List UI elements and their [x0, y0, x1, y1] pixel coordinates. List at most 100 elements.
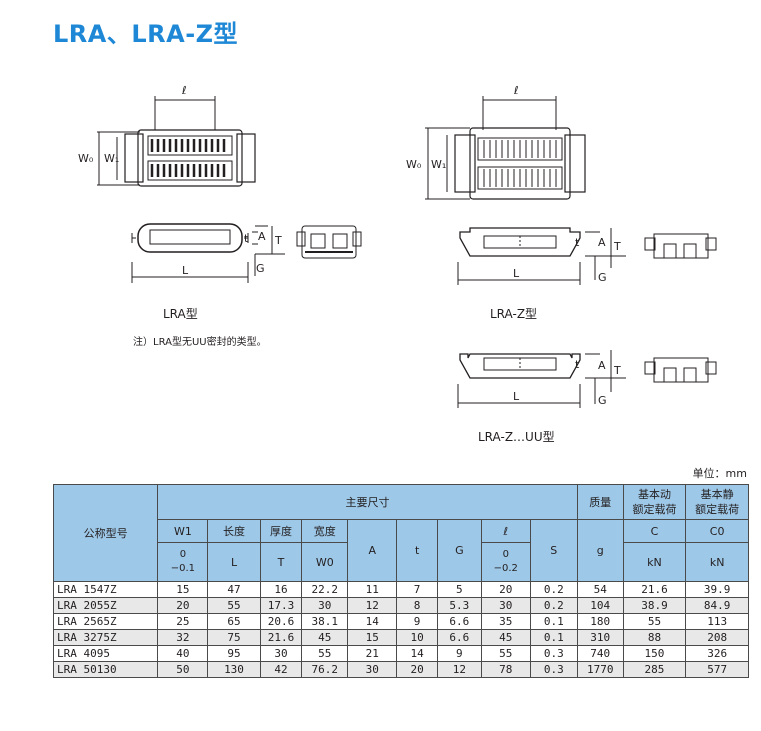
value-cell: 21 — [347, 645, 398, 662]
value-cell: 6.6 — [436, 613, 482, 630]
value-cell: 88 — [622, 629, 687, 646]
svg-text:T: T — [274, 234, 282, 247]
model-cell: LRA 4095 — [52, 645, 159, 662]
value-cell: 38.9 — [622, 597, 687, 614]
caption-lra: LRA型 — [163, 307, 198, 321]
value-cell: 12 — [436, 661, 482, 678]
value-cell: 5.3 — [436, 597, 482, 614]
value-cell: 21.6 — [259, 629, 303, 646]
value-cell: 10 — [396, 629, 438, 646]
model-cell: LRA 2565Z — [52, 613, 159, 630]
value-cell: 47 — [207, 581, 261, 598]
value-cell: 17.3 — [259, 597, 303, 614]
header-w1-tol: 0 −0.1 — [157, 542, 209, 582]
value-cell: 15 — [157, 581, 209, 598]
value-cell: 15 — [347, 629, 398, 646]
lra-side-view: L t A T G — [131, 223, 362, 283]
value-cell: 65 — [207, 613, 261, 630]
value-cell: 150 — [622, 645, 687, 662]
header-stat-load: 基本静 额定载荷 — [685, 484, 749, 520]
value-cell: 20 — [480, 581, 531, 598]
caption-lraz: LRA-Z型 — [490, 307, 538, 321]
header-L: L — [207, 542, 261, 582]
svg-text:G: G — [598, 394, 607, 407]
svg-text:A: A — [258, 230, 266, 243]
svg-text:W₁: W₁ — [431, 158, 446, 171]
lraz-top-view: ℓ W₀ W₁ — [406, 84, 586, 200]
header-a: A — [347, 519, 398, 582]
value-cell: 1770 — [576, 661, 624, 678]
svg-text:W₀: W₀ — [406, 158, 422, 171]
value-cell: 20.6 — [259, 613, 303, 630]
technical-drawings: ℓ W₀ W₁ — [78, 84, 717, 408]
value-cell: 14 — [347, 613, 398, 630]
value-cell: 310 — [576, 629, 624, 646]
model-cell: LRA 50130 — [52, 661, 159, 678]
value-cell: 55 — [301, 645, 349, 662]
header-g: G — [436, 519, 482, 582]
svg-text:W₁: W₁ — [104, 152, 119, 165]
value-cell: 21.6 — [622, 581, 687, 598]
svg-text:L: L — [513, 390, 520, 403]
lra-top-view: ℓ W₀ W₁ — [78, 84, 256, 187]
svg-text:t: t — [575, 358, 580, 371]
value-cell: 16 — [259, 581, 303, 598]
note-text: 注）LRA型无UU密封的类型。 — [133, 337, 267, 348]
value-cell: 84.9 — [685, 597, 749, 614]
value-cell: 104 — [576, 597, 624, 614]
value-cell: 30 — [480, 597, 531, 614]
page-title: LRA、LRA-Z型 — [53, 20, 239, 48]
value-cell: 180 — [576, 613, 624, 630]
value-cell: 5 — [436, 581, 482, 598]
value-cell: 0.1 — [529, 613, 578, 630]
value-cell: 0.2 — [529, 597, 578, 614]
value-cell: 8 — [396, 597, 438, 614]
value-cell: 208 — [685, 629, 749, 646]
value-cell: 45 — [301, 629, 349, 646]
value-cell: 40 — [157, 645, 209, 662]
value-cell: 11 — [347, 581, 398, 598]
header-mass: 质量 — [576, 484, 624, 520]
value-cell: 55 — [207, 597, 261, 614]
value-cell: 35 — [480, 613, 531, 630]
value-cell: 326 — [685, 645, 749, 662]
value-cell: 9 — [396, 613, 438, 630]
caption-lrazuu: LRA-Z…UU型 — [478, 430, 555, 444]
value-cell: 6.6 — [436, 629, 482, 646]
value-cell: 20 — [396, 661, 438, 678]
svg-text:L: L — [182, 264, 189, 277]
header-c: C — [622, 519, 687, 543]
value-cell: 0.2 — [529, 581, 578, 598]
svg-text:T: T — [613, 240, 621, 253]
value-cell: 113 — [685, 613, 749, 630]
header-model: 公称型号 — [52, 484, 159, 582]
svg-text:G: G — [598, 271, 607, 284]
svg-text:ℓ: ℓ — [513, 84, 519, 97]
value-cell: 14 — [396, 645, 438, 662]
header-width: 宽度 — [301, 519, 349, 543]
value-cell: 42 — [259, 661, 303, 678]
header-g-unit: g — [576, 519, 624, 582]
dim-l-label: ℓ — [181, 84, 187, 97]
value-cell: 78 — [480, 661, 531, 678]
value-cell: 7 — [396, 581, 438, 598]
header-t: t — [396, 519, 438, 582]
header-w1: W1 — [157, 519, 209, 543]
svg-text:G: G — [256, 262, 265, 275]
value-cell: 75 — [207, 629, 261, 646]
header-dyn-load: 基本动 额定载荷 — [622, 484, 687, 520]
header-l-tol: 0 −0.2 — [480, 542, 531, 582]
value-cell: 25 — [157, 613, 209, 630]
value-cell: 0.1 — [529, 629, 578, 646]
value-cell: 285 — [622, 661, 687, 678]
value-cell: 55 — [622, 613, 687, 630]
value-cell: 50 — [157, 661, 209, 678]
value-cell: 577 — [685, 661, 749, 678]
header-length: 长度 — [207, 519, 261, 543]
header-main-dims: 主要尺寸 — [157, 484, 578, 520]
